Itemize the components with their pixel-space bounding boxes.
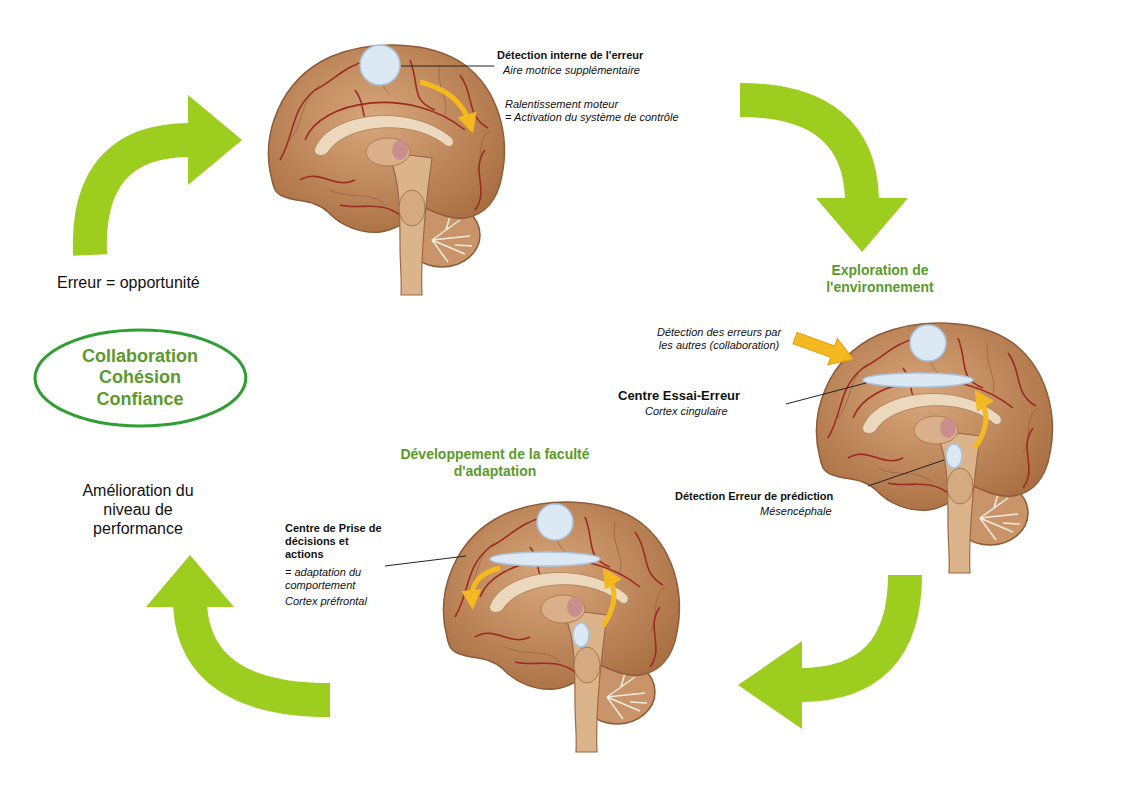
brain-region: [490, 552, 600, 566]
region-title: Détection interne de l'erreur: [497, 49, 643, 62]
cycle-arrowhead: [146, 555, 234, 607]
yellow-input-arrow: [790, 325, 858, 373]
cycle-note: Amélioration du niveau de performance: [68, 481, 208, 539]
cycle-arrowhead: [188, 95, 242, 185]
yellow-input-arrow: [790, 325, 858, 373]
brain-region: [946, 444, 962, 468]
cycle-arrow: [90, 140, 190, 255]
brain-region: [537, 504, 573, 540]
region-name: Cortex préfrontal: [285, 595, 367, 608]
yellow-arrow: [420, 82, 470, 124]
brain-illustration: [444, 502, 680, 752]
process-note: = Activation du système de contrôle: [505, 111, 679, 124]
cycle-arrowhead: [738, 641, 802, 729]
process-note: = adaptation du comportement: [285, 566, 385, 592]
stage-title: Développement de la faculté d'adaptation: [395, 446, 595, 480]
brain-region: [573, 623, 589, 647]
region-name: Cortex cingulaire: [645, 405, 728, 418]
leader-line: [385, 556, 466, 566]
leader-line: [868, 460, 944, 486]
region-name: Aire motrice supplémentaire: [503, 64, 640, 77]
region-title: Centre de Prise de décisions et actions: [285, 522, 390, 562]
ellipse-outline: [35, 330, 246, 426]
leader-line: [401, 66, 494, 67]
node-text: Collaboration Cohésion Confiance: [70, 346, 210, 411]
leader-line: [786, 383, 866, 404]
yellow-arrow: [603, 576, 614, 626]
region-title: Centre Essai-Erreur: [618, 388, 740, 404]
yellow-arrow: [975, 398, 986, 448]
cycle-arrow: [740, 100, 862, 200]
brain-illustration: [817, 323, 1053, 573]
cycle-arrow: [800, 575, 905, 685]
brain-region: [910, 325, 946, 361]
brain-region: [863, 373, 973, 387]
cycle-note: Erreur = opportunité: [57, 273, 200, 292]
region-title: Détection Erreur de prédiction: [675, 490, 833, 503]
input-note: Détection des erreurs par les autres (co…: [655, 326, 783, 352]
value-ellipse: Collaboration Cohésion Confiance: [33, 328, 248, 428]
brain-region: [360, 45, 400, 85]
brain-illustration: [269, 45, 505, 295]
stage-title: Exploration de l'environnement: [815, 262, 945, 296]
cycle-arrow: [190, 605, 330, 700]
cycle-arrowhead: [816, 198, 908, 252]
region-name: Mésencéphale: [760, 505, 832, 518]
process-note: Ralentissement moteur: [505, 98, 618, 111]
yellow-arrow: [472, 568, 500, 600]
